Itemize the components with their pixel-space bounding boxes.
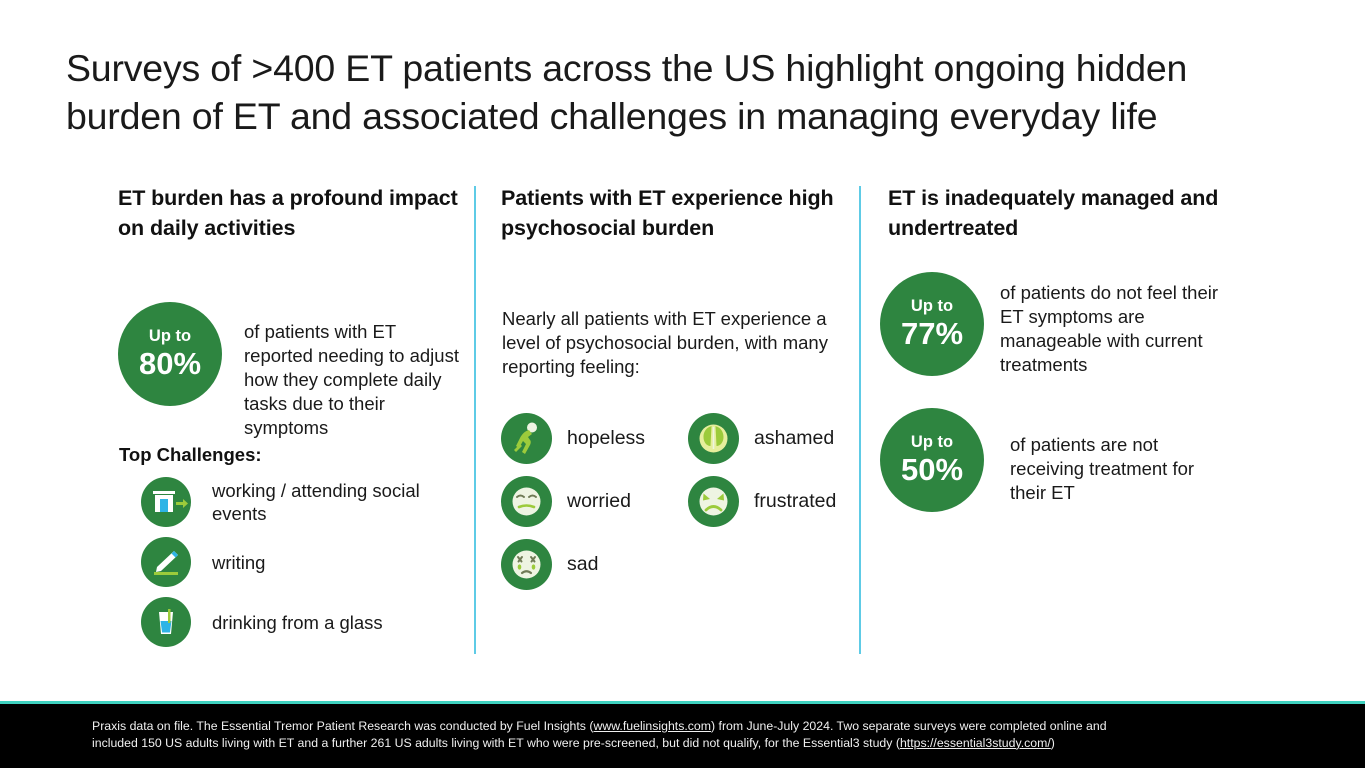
list-item: sad — [501, 538, 645, 590]
list-item: ashamed — [688, 412, 836, 464]
frustrated-face-icon — [688, 475, 739, 527]
stat-circle-50: Up to 50% — [880, 408, 984, 512]
stat-upto-label: Up to — [910, 297, 954, 315]
stat-percent-value: 50% — [900, 452, 964, 487]
list-item: working / attending social events — [141, 477, 463, 527]
list-item: frustrated — [688, 475, 836, 527]
list-item-label: drinking from a glass — [212, 611, 383, 633]
stat-description: of patients are not receiving treatment … — [1010, 434, 1195, 503]
list-item: worried — [501, 475, 645, 527]
footnote-part-1: Praxis data on file. The Essential Tremo… — [92, 719, 594, 733]
list-item-label: hopeless — [567, 426, 646, 449]
list-item: hopeless — [501, 412, 645, 464]
footnote-text: Praxis data on file. The Essential Tremo… — [92, 718, 1152, 752]
column-psychosocial-burden: Patients with ET experience high psychos… — [501, 183, 851, 658]
stat-80-percent: Up to 80% of patients with ET reported n… — [118, 302, 459, 440]
stat-77-percent: Up to 77% of patients do not feel their … — [880, 272, 1228, 377]
column-inadequately-managed: ET is inadequately managed and undertrea… — [880, 183, 1233, 658]
stat-50-percent: Up to 50% of patients are not receiving … — [880, 408, 1210, 512]
writing-pencil-icon — [141, 537, 191, 587]
list-item-label: sad — [567, 552, 599, 575]
column-2-body: Nearly all patients with ET experience a… — [502, 308, 828, 377]
fuelinsights-link[interactable]: www.fuelinsights.com — [593, 719, 712, 733]
columns-container: ET burden has a profound impact on daily… — [0, 183, 1365, 658]
teal-divider-rule — [0, 701, 1365, 704]
stat-percent-value: 77% — [900, 316, 964, 351]
social-event-icon — [141, 477, 191, 527]
list-item-label: writing — [212, 551, 266, 573]
top-challenges-label: Top Challenges: — [119, 444, 262, 465]
stat-circle-80: Up to 80% — [118, 302, 222, 406]
hopeless-walking-person-icon — [501, 412, 552, 464]
drinking-glass-icon — [141, 597, 191, 647]
footnote-part-2: ) from June-July 2024. Two separate surv… — [92, 719, 1107, 750]
list-item-label: ashamed — [754, 426, 835, 449]
ashamed-covered-face-icon — [688, 412, 739, 464]
stat-upto-label: Up to — [148, 327, 192, 345]
list-item-label: worried — [567, 489, 631, 512]
list-item-label: working / attending social events — [212, 480, 420, 524]
column-daily-activities: ET burden has a profound impact on daily… — [118, 183, 463, 658]
column-1-heading: ET burden has a profound impact on daily… — [118, 186, 458, 240]
top-challenges-list: working / attending social events writin… — [141, 477, 463, 659]
column-divider-2 — [859, 186, 861, 654]
footer-bar: Praxis data on file. The Essential Tremo… — [0, 704, 1365, 768]
stat-percent-value: 80% — [138, 346, 202, 381]
sad-crying-face-icon — [501, 538, 552, 590]
essential3study-link[interactable]: https://essential3study.com/ — [899, 735, 1051, 750]
feelings-column-left: hopeless worried — [501, 412, 645, 601]
column-3-heading: ET is inadequately managed and undertrea… — [888, 186, 1219, 240]
list-item: writing — [141, 537, 463, 587]
stat-description: of patients do not feel their ET symptom… — [1000, 282, 1219, 375]
column-2-heading: Patients with ET experience high psychos… — [501, 186, 834, 240]
list-item: drinking from a glass — [141, 597, 463, 647]
page-title: Surveys of >400 ET patients across the U… — [66, 47, 1188, 137]
stat-upto-label: Up to — [910, 433, 954, 451]
feelings-column-right: ashamed frustrated — [688, 412, 836, 538]
footnote-part-3: ) — [1050, 735, 1055, 750]
worried-face-icon — [501, 475, 552, 527]
column-divider-1 — [474, 186, 476, 654]
list-item-label: frustrated — [754, 489, 837, 512]
stat-description: of patients with ET reported needing to … — [244, 321, 459, 438]
stat-circle-77: Up to 77% — [880, 272, 984, 376]
